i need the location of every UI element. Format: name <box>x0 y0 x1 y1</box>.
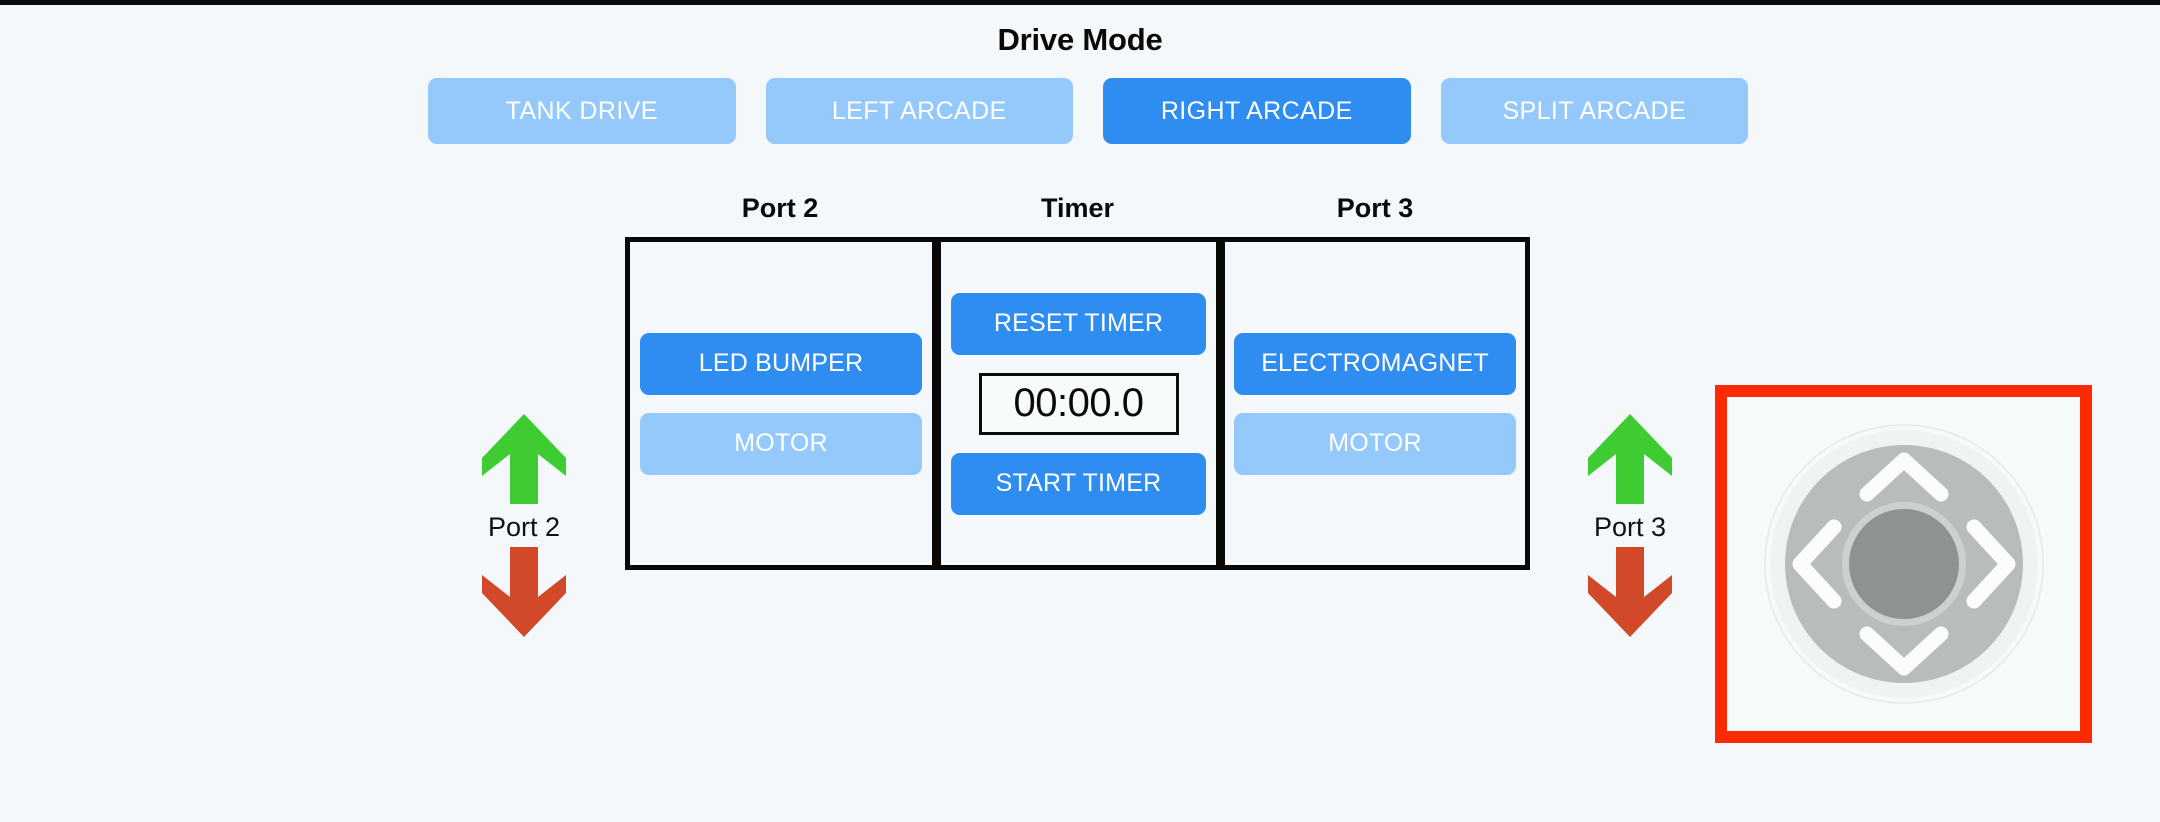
dpad-right-icon[interactable] <box>1966 519 2015 609</box>
drive-mode-right-arcade-button[interactable]: RIGHT ARCADE <box>1103 78 1411 144</box>
dpad-highlight-frame <box>1715 385 2092 743</box>
port3-panel-heading: Port 3 <box>1336 193 1414 223</box>
port2-indicator-label: Port 2 <box>487 512 561 542</box>
timer-panel-heading: Timer <box>1040 193 1115 223</box>
timer-display: 00:00.0 <box>978 372 1179 435</box>
port2-panel-heading: Port 2 <box>741 193 819 223</box>
top-black-strip <box>0 0 2160 5</box>
green-up-arrow-icon <box>1588 414 1672 504</box>
drive-mode-tank-drive-button[interactable]: TANK DRIVE <box>428 78 736 144</box>
electromagnet-button[interactable]: ELECTROMAGNET <box>1234 332 1516 395</box>
page-title: Drive Mode <box>997 22 1163 57</box>
port2-panel: LED BUMPER MOTOR <box>625 237 937 570</box>
red-down-arrow-icon <box>1588 547 1672 637</box>
port3-direction-indicator: Port 3 <box>1545 410 1715 641</box>
port3-panel: ELECTROMAGNET MOTOR <box>1220 237 1530 570</box>
port3-indicator-label: Port 3 <box>1593 512 1667 542</box>
red-down-arrow-icon <box>482 547 566 637</box>
port2-direction-indicator: Port 2 <box>439 410 609 641</box>
port2-motor-button[interactable]: MOTOR <box>640 412 922 475</box>
port3-motor-button[interactable]: MOTOR <box>1234 412 1516 475</box>
dpad-down-icon[interactable] <box>1859 626 1948 676</box>
directional-pad[interactable] <box>1754 414 2054 714</box>
dpad-up-icon[interactable] <box>1859 452 1948 502</box>
drive-mode-button-group: TANK DRIVE LEFT ARCADE RIGHT ARCADE SPLI… <box>428 78 1748 144</box>
dpad-left-icon[interactable] <box>1792 519 1841 609</box>
timer-panel: RESET TIMER 00:00.0 START TIMER <box>936 237 1221 570</box>
drive-mode-split-arcade-button[interactable]: SPLIT ARCADE <box>1440 78 1748 144</box>
reset-timer-button[interactable]: RESET TIMER <box>951 292 1206 355</box>
drive-mode-left-arcade-button[interactable]: LEFT ARCADE <box>765 78 1073 144</box>
green-up-arrow-icon <box>482 414 566 504</box>
led-bumper-button[interactable]: LED BUMPER <box>640 332 922 395</box>
start-timer-button[interactable]: START TIMER <box>951 452 1206 515</box>
